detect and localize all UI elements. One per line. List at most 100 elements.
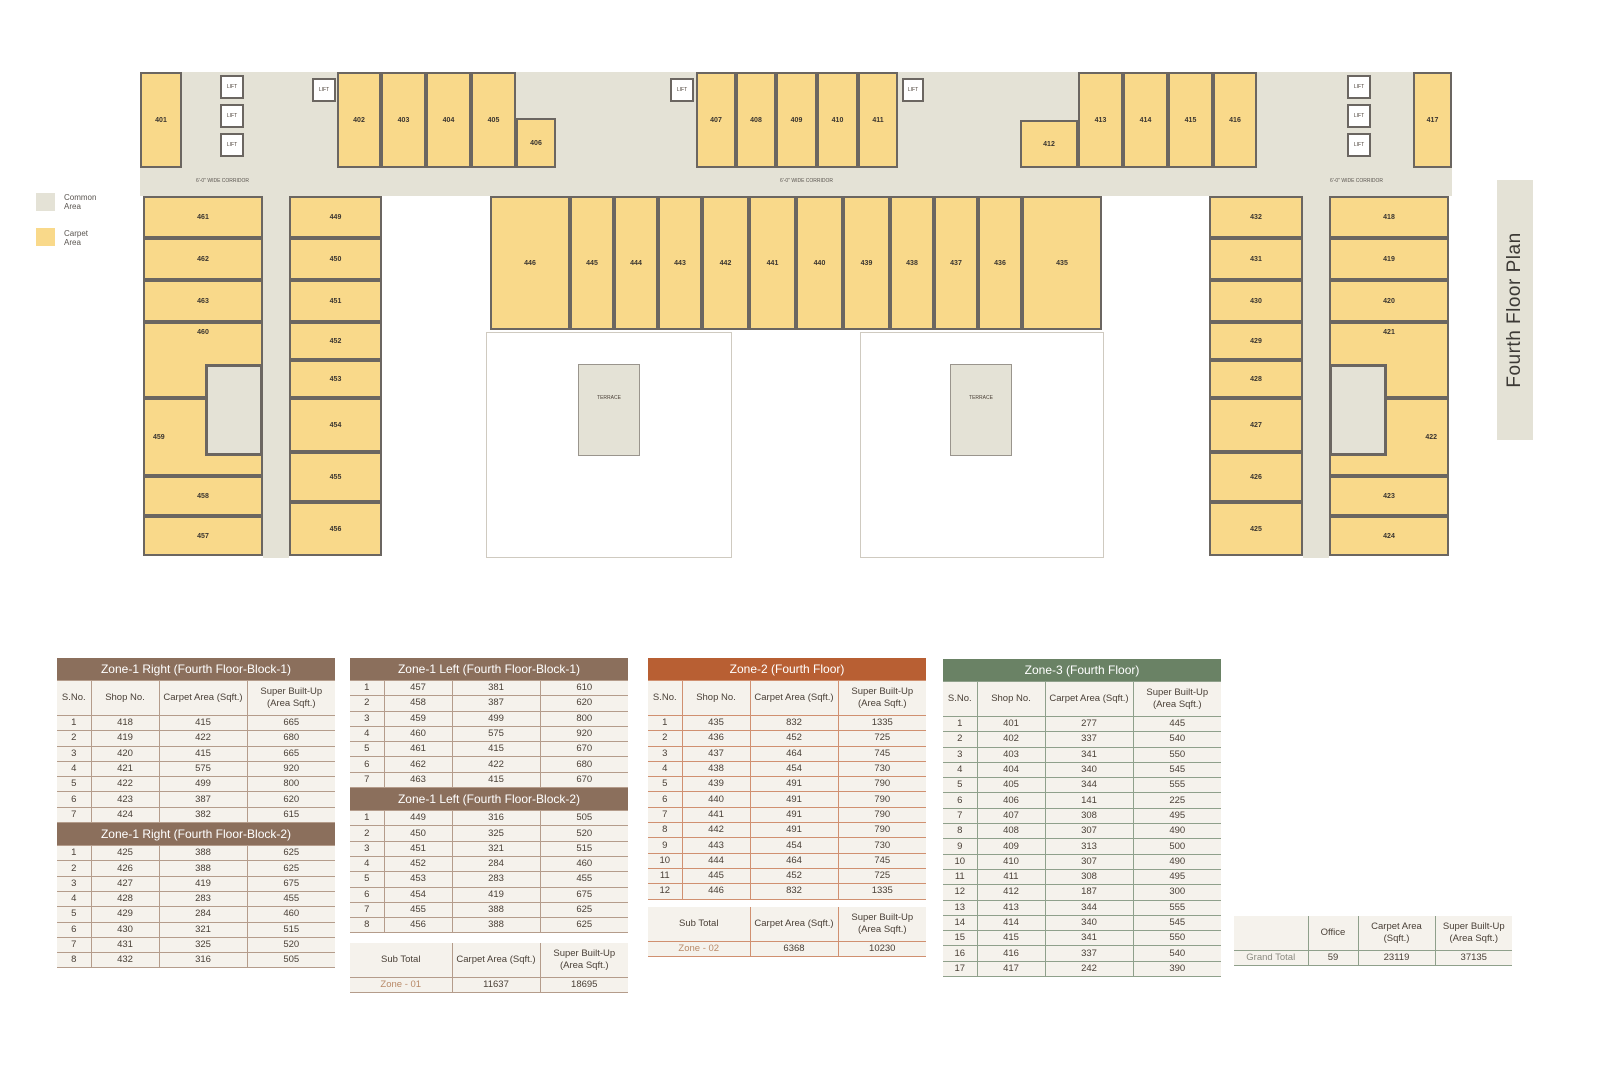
table-cell: 1 <box>943 716 978 733</box>
table-cell: 407 <box>977 808 1046 825</box>
room-417: 417 <box>1413 72 1452 168</box>
room-number: 405 <box>487 116 500 124</box>
table-row: Zone-3 (Fourth Floor) <box>943 659 1222 682</box>
main-corridor <box>140 168 1452 196</box>
room-number: 416 <box>1229 116 1241 124</box>
table-cell: 615 <box>247 807 335 824</box>
table-title: Zone-1 Right (Fourth Floor-Block-1) <box>57 658 335 681</box>
table-cell: 1 <box>57 845 92 862</box>
table-cell: 495 <box>1133 869 1222 886</box>
table-cell: 450 <box>384 825 453 842</box>
room-431: 431 <box>1209 238 1303 280</box>
floor-plan: Common Area Carpet Area Fourth Floor Pla… <box>36 72 1533 558</box>
room-number: 426 <box>1250 473 1262 481</box>
table-cell: 575 <box>452 726 541 743</box>
carpet-area-swatch <box>36 228 55 246</box>
table-cell: 409 <box>977 838 1046 855</box>
table-cell: 10 <box>648 853 683 869</box>
lift: LIFT <box>312 78 336 102</box>
table-cell: 411 <box>977 869 1046 886</box>
room-404: 404 <box>426 72 471 168</box>
table-cell: 499 <box>452 711 541 727</box>
room-number: 437 <box>950 259 962 267</box>
table-cell: 430 <box>91 922 160 938</box>
table-zone2: Zone-2 (Fourth Floor) S.No. Shop No. Car… <box>648 658 927 900</box>
table-row: Zone-1 Left (Fourth Floor-Block-1) <box>350 658 628 681</box>
room-412: 412 <box>1020 120 1078 168</box>
room-number: 459 <box>153 433 165 441</box>
room-408: 408 <box>736 72 776 168</box>
table-cell: 429 <box>91 906 160 923</box>
table-cell: 2 <box>943 731 978 748</box>
room-number: 435 <box>1056 259 1068 267</box>
blank-header <box>1234 916 1309 951</box>
table-cell: 464 <box>750 746 839 762</box>
table-cell: 1335 <box>838 883 927 900</box>
room-453: 453 <box>289 360 382 398</box>
room-409: 409 <box>776 72 817 168</box>
table-cell: 8 <box>943 823 978 840</box>
room-414: 414 <box>1123 72 1168 168</box>
table-cell: 446 <box>682 883 751 900</box>
table-cell: 414 <box>977 915 1046 932</box>
lift-lobby-1 <box>182 72 337 168</box>
table-cell: 404 <box>977 762 1046 779</box>
table-cell: 418 <box>91 715 160 732</box>
room-number: 440 <box>813 259 826 267</box>
table-cell: 16 <box>943 945 978 962</box>
table-cell: 341 <box>1045 747 1134 763</box>
table-cell: 340 <box>1045 915 1134 932</box>
table-cell: 428 <box>91 891 160 908</box>
subtotal-sbu: 18695 <box>540 977 628 994</box>
table-cell: 665 <box>247 746 335 762</box>
table-cell: 388 <box>452 917 541 934</box>
table-cell: 491 <box>750 791 839 808</box>
table-cell: 3 <box>350 711 385 727</box>
table-cell: 4 <box>943 762 978 779</box>
room-number: 429 <box>1250 337 1262 345</box>
table-cell: 2 <box>57 730 92 747</box>
table-cell: 307 <box>1045 854 1134 870</box>
table-cell: 491 <box>750 807 839 824</box>
table-cell: 459 <box>384 711 453 727</box>
table-cell: 321 <box>159 922 248 938</box>
table-cell: 422 <box>91 776 160 793</box>
table-cell: 4 <box>648 761 683 778</box>
table-cell: 8 <box>648 822 683 839</box>
table-cell: 416 <box>977 945 1046 962</box>
table-cell: 388 <box>159 845 248 862</box>
room-439: 439 <box>843 196 890 330</box>
subtotal-label: Sub Total <box>648 907 751 942</box>
room-444: 444 <box>614 196 658 330</box>
table-cell: 415 <box>159 746 248 762</box>
table-cell: 425 <box>91 845 160 862</box>
right-corridor <box>1303 196 1329 558</box>
room-442: 442 <box>702 196 749 330</box>
col-header: Carpet Area (Sqft.) <box>1045 681 1134 717</box>
room-427: 427 <box>1209 398 1303 452</box>
table-cell: 5 <box>57 776 92 793</box>
lift: LIFT <box>1347 75 1371 99</box>
table-cell: 344 <box>1045 777 1134 794</box>
col-header: Carpet Area (Sqft.) <box>159 680 248 716</box>
table-cell: 625 <box>247 860 335 877</box>
room-number: 424 <box>1383 532 1395 540</box>
room-number: 449 <box>329 213 342 221</box>
table-cell: 730 <box>838 761 927 778</box>
room-437: 437 <box>934 196 978 330</box>
col-header: S.No. <box>57 680 92 716</box>
table-row: S.No. Shop No. Carpet Area (Sqft.) Super… <box>648 680 927 716</box>
table-row: Zone - 02 6368 10230 <box>648 941 926 958</box>
table-cell: 550 <box>1133 747 1222 763</box>
